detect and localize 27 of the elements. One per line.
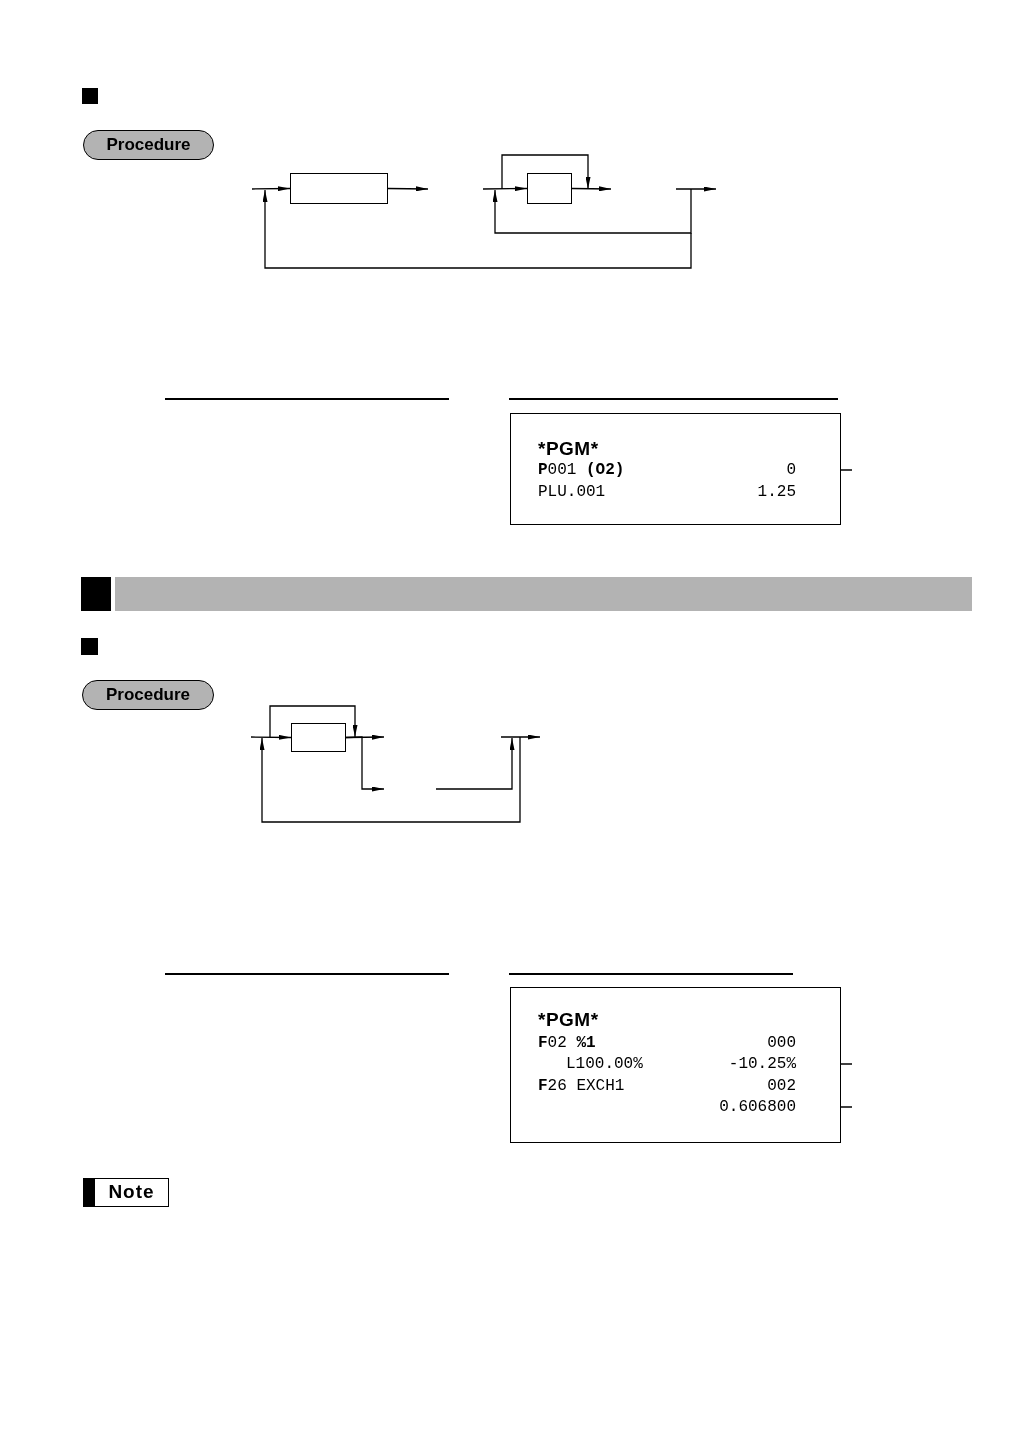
receipt-heading: *PGM* xyxy=(538,439,599,459)
key-box xyxy=(291,723,346,752)
note-label: Note xyxy=(83,1178,169,1207)
receipt-value: 0 xyxy=(786,460,796,480)
key-box xyxy=(290,173,388,204)
receipt-value: -10.25% xyxy=(728,1054,796,1074)
receipt-text: L100.00% xyxy=(566,1054,643,1074)
receipt-text: PLU.001 xyxy=(538,482,606,502)
receipt-value: 002 xyxy=(767,1076,796,1096)
key-box xyxy=(527,173,572,204)
receipt-value: 000 xyxy=(767,1033,796,1053)
flow-arrow xyxy=(250,734,292,740)
receipt-value: 0.606800 xyxy=(719,1097,796,1117)
procedure-label: Procedure xyxy=(83,130,214,160)
flow-arrow xyxy=(345,736,385,792)
receipt-printout xyxy=(510,413,841,525)
receipt-text: P001 (O2) xyxy=(538,460,625,480)
receipt-text: F26 EXCH1 xyxy=(538,1076,625,1096)
flow-arrow xyxy=(387,186,429,192)
flow-arrow xyxy=(251,186,291,192)
flow-arrow xyxy=(571,186,612,192)
receipt-text: F02 %1 xyxy=(538,1033,596,1053)
flow-arrow xyxy=(482,186,528,192)
receipt-heading: *PGM* xyxy=(538,1010,599,1030)
procedure-label: Procedure xyxy=(82,680,214,710)
receipt-value: 1.25 xyxy=(757,482,796,502)
receipt-printout xyxy=(510,987,841,1143)
